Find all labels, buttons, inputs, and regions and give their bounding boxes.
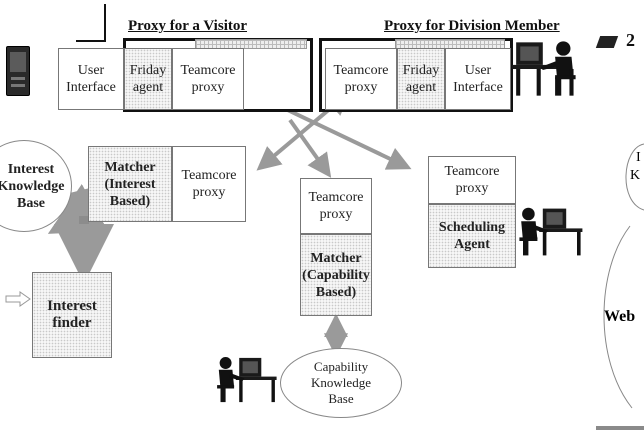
division-proxy-title: Proxy for Division Member — [384, 18, 560, 34]
interest-knowledge-base-label: Interest Knowledge Base — [0, 161, 65, 211]
interest-matcher-teamcore-label: Teamcore proxy — [181, 168, 237, 200]
pda-device-icon — [6, 46, 30, 96]
scheduler-person-icon — [519, 207, 583, 256]
capability-teamcore-label: Teamcore proxy — [308, 190, 364, 222]
visitor-teamcore-proxy-label: Teamcore proxy — [180, 63, 236, 95]
interest-finder: Interest finder — [32, 272, 112, 358]
top-left-line — [104, 4, 106, 42]
scheduling-agent-label: Scheduling Agent — [438, 220, 506, 252]
interest-matcher-label: Matcher (Interest Based) — [104, 159, 156, 209]
arrow-into-interest-finder — [5, 291, 31, 307]
web-label: Web — [604, 308, 636, 325]
scheduling-teamcore-proxy: Teamcore proxy — [428, 156, 516, 204]
capability-teamcore-proxy: Teamcore proxy — [300, 178, 372, 234]
visitor-friday-agent: Friday agent — [124, 48, 172, 110]
interest-matcher: Matcher (Interest Based) — [88, 146, 172, 222]
capability-knowledge-base-label: Capability Knowledge Base — [311, 359, 371, 406]
bottom-right-bar — [596, 426, 644, 430]
capability-person-icon — [217, 357, 277, 403]
division-teamcore-proxy: Teamcore proxy — [325, 48, 397, 110]
visitor-user-interface: User Interface — [58, 48, 124, 110]
visitor-user-interface-label: User Interface — [66, 63, 116, 95]
partial-kb-ellipse — [625, 143, 644, 211]
visitor-proxy-strip — [195, 39, 307, 49]
division-user-interface: User Interface — [445, 48, 511, 110]
person-at-computer-icon — [512, 41, 576, 96]
capability-matcher-label: Matcher (Capability Based) — [302, 250, 370, 300]
interest-finder-label: Interest finder — [47, 298, 97, 331]
top-left-hline — [76, 40, 106, 42]
partial-top-right-label: 2 — [626, 30, 635, 50]
capability-knowledge-base: Capability Knowledge Base — [280, 348, 402, 418]
partial-kb-line1: I — [636, 150, 641, 165]
scheduling-agent: Scheduling Agent — [428, 204, 516, 268]
interest-matcher-teamcore-proxy: Teamcore proxy — [172, 146, 246, 222]
capability-matcher: Matcher (Capability Based) — [300, 234, 372, 316]
visitor-friday-agent-label: Friday agent — [129, 63, 167, 95]
division-friday-agent-label: Friday agent — [402, 63, 440, 95]
web-ellipse-arc — [603, 225, 633, 409]
arrow-to-capability-matcher — [288, 118, 332, 178]
division-user-interface-label: User Interface — [453, 63, 503, 95]
scheduling-teamcore-label: Teamcore proxy — [444, 164, 500, 196]
division-friday-agent: Friday agent — [397, 48, 445, 110]
visitor-proxy-title: Proxy for a Visitor — [128, 18, 248, 34]
partial-kb-line2: K — [630, 168, 641, 183]
visitor-teamcore-proxy: Teamcore proxy — [172, 48, 244, 110]
division-teamcore-proxy-label: Teamcore proxy — [333, 63, 389, 95]
